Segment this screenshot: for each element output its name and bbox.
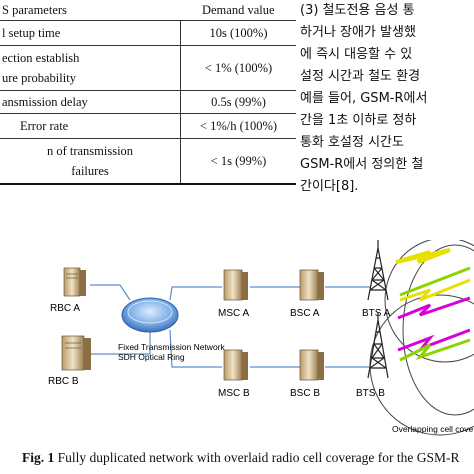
parameter-text: ansmission delay [2, 94, 88, 109]
text-line: (3) 철도전용 음성 통 [300, 3, 415, 18]
network-label-line1: Fixed Transmission Network [118, 342, 226, 352]
table-row: ansmission delay 0.5s (99%) [0, 90, 296, 114]
msc-a-label: MSC A [218, 308, 249, 319]
table-row: n of transmission failures < 1s (99%) [0, 138, 296, 185]
radio-signal-bolts [395, 248, 471, 362]
rbc-a-label: RBC A [50, 303, 80, 314]
msc-a-server-icon [223, 269, 248, 301]
table-header-row: S parameters Demand value [0, 0, 296, 21]
parameter-text: l setup time [2, 25, 61, 40]
bsc-a-label: BSC A [290, 308, 320, 319]
network-label-line2: SDH Optical Ring [118, 352, 185, 362]
bolt-magenta [397, 296, 471, 320]
bolt-yellow-2 [399, 278, 471, 302]
sdh-optical-ring-icon [121, 297, 179, 333]
parameter-text: ure probability [2, 71, 76, 85]
text-line: 에 즉시 대응할 수 있 [300, 47, 413, 62]
parameter-text: failures [71, 164, 109, 178]
text-line: 간을 1초 이하로 정하 [300, 113, 417, 128]
text-line: 통화 호설정 시간도 [300, 135, 404, 150]
text-line: 예를 들어, GSM-R에서 [300, 91, 428, 106]
parameter-cell: ection establish ure probability [0, 45, 181, 91]
table-row: l setup time 10s (100%) [0, 20, 296, 46]
bts-a-tower-icon [367, 240, 389, 301]
bts-b-label: BTS B [356, 388, 385, 399]
table-row: ection establish ure probability < 1% (10… [0, 45, 296, 91]
parameter-text: Error rate [20, 118, 69, 133]
bolt-yellow [395, 248, 451, 264]
parameter-cell: l setup time [0, 20, 181, 46]
bsc-b-label: BSC B [290, 388, 320, 399]
demand-cell: < 1s (99%) [180, 138, 296, 185]
demand-cell: < 1%/h (100%) [180, 113, 296, 139]
network-diagram: RBC A RBC B Fixed Transmission Network S… [0, 237, 474, 440]
rbc-a-server-icon [63, 267, 86, 297]
parameter-text: n of transmission [46, 144, 134, 158]
text-line: 하거나 장애가 발생했 [300, 25, 416, 40]
rbc-b-server-icon [61, 335, 91, 371]
msc-b-server-icon [223, 349, 248, 381]
msc-b-label: MSC B [218, 388, 250, 399]
text-line: 간이다[8]. [300, 179, 359, 194]
demand-cell: 0.5s (99%) [180, 90, 296, 114]
figure-number: Fig. 1 [22, 450, 55, 465]
bolt-green [399, 266, 471, 297]
demand-cell: 10s (100%) [180, 20, 296, 46]
bolt-magenta-2 [397, 328, 471, 352]
parameter-text: ection establish [2, 51, 80, 65]
qos-requirements-table: S parameters Demand value l setup time 1… [0, 0, 296, 185]
header-demand-value: Demand value [180, 0, 296, 21]
korean-body-text: (3) 철도전용 음성 통 하거나 장애가 발생했 에 즉시 대응할 수 있 설… [300, 0, 474, 198]
overlap-label: Overlapping cell cove [392, 424, 474, 434]
bts-b-tower-icon [367, 312, 389, 379]
bsc-a-server-icon [299, 269, 324, 301]
text-line: GSM-R에서 정의한 철 [300, 157, 424, 172]
parameter-cell: ansmission delay [0, 90, 181, 114]
cell-coverage-ellipses [369, 237, 474, 436]
header-parameter: S parameters [0, 0, 181, 21]
bolt-green-2 [399, 338, 471, 362]
bsc-b-server-icon [299, 349, 324, 381]
bts-a-label: BTS A [362, 308, 391, 319]
parameter-cell: n of transmission failures [0, 138, 181, 185]
figure-caption: Fig. 1 Fully duplicated network with ove… [22, 450, 460, 466]
rbc-b-label: RBC B [48, 376, 79, 387]
demand-cell: < 1% (100%) [180, 45, 296, 91]
caption-text: Fully duplicated network with overlaid r… [54, 450, 460, 465]
parameter-cell: Error rate [0, 113, 181, 139]
text-line: 설정 시간과 철도 환경 [300, 69, 421, 84]
table-row: Error rate < 1%/h (100%) [0, 113, 296, 139]
